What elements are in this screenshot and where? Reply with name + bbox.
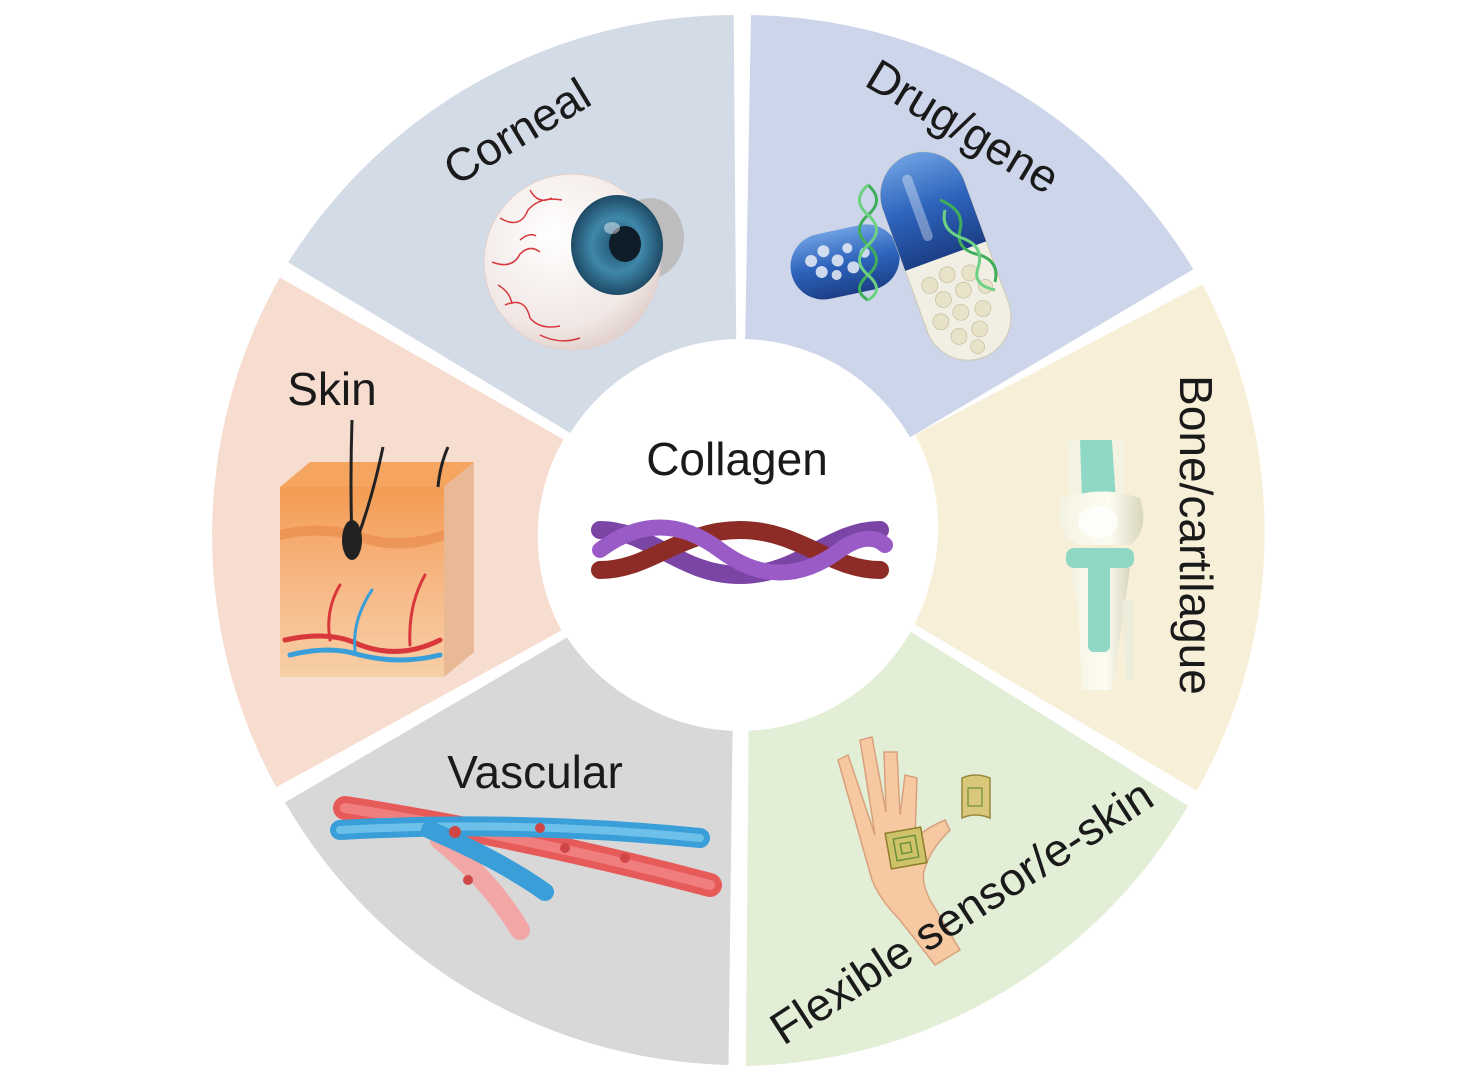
sector-vascular bbox=[285, 637, 733, 1065]
eyeball-icon bbox=[483, 173, 684, 351]
segment-label-bone: Bone/cartilague bbox=[1170, 375, 1222, 695]
capsule-dna-icon bbox=[790, 151, 1012, 361]
skin-block-icon bbox=[280, 419, 474, 677]
center-label: Collagen bbox=[646, 433, 828, 485]
segment-label-skin: Skin bbox=[287, 363, 376, 415]
segment-label-vascular: Vascular bbox=[447, 746, 623, 798]
sector-sensor bbox=[745, 630, 1188, 1066]
knee-joint-icon bbox=[1058, 440, 1144, 690]
hand-sensor-icon bbox=[837, 736, 991, 966]
collagen-helix-icon bbox=[591, 519, 893, 585]
blood-vessel-icon bbox=[330, 796, 722, 940]
